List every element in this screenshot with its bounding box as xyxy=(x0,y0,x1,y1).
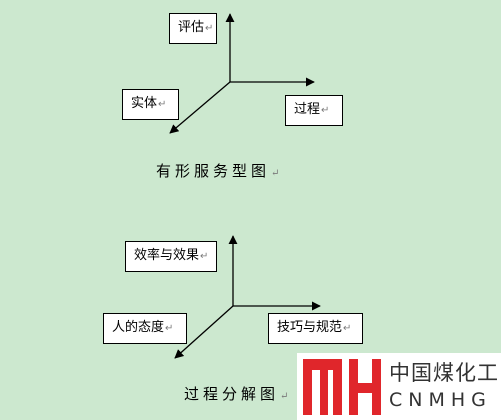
diagram-2-caption-text: 过程分解图 xyxy=(184,385,280,403)
logo-english-name: CNMHG xyxy=(389,389,492,411)
paragraph-mark: ↵ xyxy=(280,391,289,402)
label-box-entity: 实体↵ xyxy=(122,89,179,120)
label-box-process: 过程↵ xyxy=(285,95,343,126)
paragraph-mark: ↵ xyxy=(205,23,214,34)
diagram-2-caption: 过程分解图↵ xyxy=(184,383,288,404)
watermark-logo: 中国煤化工 CNMHG xyxy=(297,353,501,420)
label-box-skills: 技巧与规范↵ xyxy=(268,313,363,344)
logo-chinese-name: 中国煤化工 xyxy=(389,361,499,385)
paragraph-mark: ↵ xyxy=(200,251,209,262)
label-box-efficiency: 效率与效果↵ xyxy=(125,241,217,272)
paragraph-mark: ↵ xyxy=(343,323,352,334)
label-evaluation-text: 评估 xyxy=(178,20,205,35)
cnmhg-logo-mark-icon xyxy=(303,359,381,415)
paragraph-mark: ↵ xyxy=(271,168,280,179)
diagram-2-axes xyxy=(174,235,321,359)
diagram-1-diagonal-axis xyxy=(169,81,231,134)
diagram-1-caption-text: 有形服务型图 xyxy=(156,162,271,180)
paragraph-mark: ↵ xyxy=(321,105,330,116)
label-entity-text: 实体 xyxy=(131,96,158,111)
paragraph-mark: ↵ xyxy=(165,323,174,334)
diagram-1-caption: 有形服务型图↵ xyxy=(156,160,279,181)
label-attitude-text: 人的态度 xyxy=(112,320,165,335)
diagram-2-diagonal-axis xyxy=(174,305,234,359)
label-box-attitude: 人的态度↵ xyxy=(103,313,187,344)
paragraph-mark: ↵ xyxy=(158,99,167,110)
label-skills-text: 技巧与规范 xyxy=(277,320,343,335)
label-efficiency-text: 效率与效果 xyxy=(134,248,200,263)
diagram-1-axes xyxy=(169,13,315,134)
label-box-evaluation: 评估↵ xyxy=(169,13,217,44)
label-process-text: 过程 xyxy=(294,102,321,117)
